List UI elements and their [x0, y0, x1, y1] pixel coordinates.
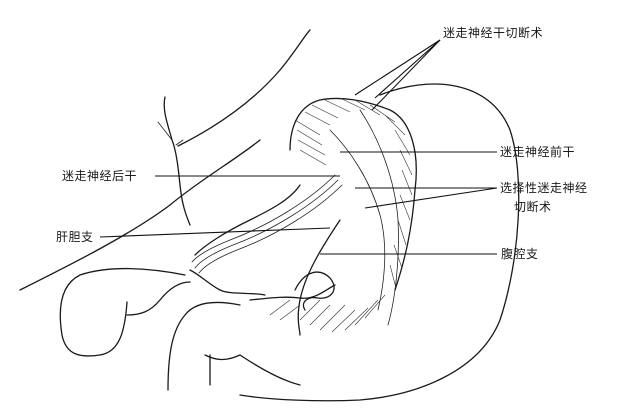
- leader-truncal-vagotomy-2: [354, 39, 441, 96]
- vagus-left-fiber-2: [157, 121, 184, 146]
- leader-truncal-vagotomy-3: [371, 39, 441, 111]
- leader-hepatic-branch: [99, 227, 331, 238]
- liver-edge-upper: [177, 29, 311, 147]
- nerve-bundle-3: [198, 184, 343, 274]
- pancreas-head: [204, 354, 301, 386]
- stomach-lesser-curvature: [194, 184, 301, 256]
- leader-selective-vagotomy-2: [364, 187, 498, 209]
- label-celiac-branch: 腹腔支: [501, 247, 539, 261]
- liver-edge-lower: [19, 139, 261, 291]
- stomach-greater-curvature: [239, 83, 520, 402]
- label-selective-vagotomy-line2: 切断术: [514, 200, 552, 214]
- duodenum-upper: [189, 269, 266, 296]
- latarjet-nerve: [329, 129, 386, 311]
- duodenum-lower: [167, 301, 241, 391]
- vagus-left-fiber: [163, 96, 191, 226]
- stomach-fundus: [289, 97, 417, 291]
- nerve-bundle-2: [194, 179, 339, 269]
- stomach-inner-arc: [297, 219, 341, 336]
- posterior-nerve: [359, 109, 399, 326]
- label-posterior-trunk: 迷走神经后干: [62, 169, 138, 183]
- label-truncal-vagotomy: 迷走神经干切断术: [443, 26, 544, 40]
- fundus-hatching: [294, 97, 413, 289]
- label-hepatic-branch: 肝胆支: [56, 230, 94, 244]
- celiac-vessel: [249, 284, 336, 301]
- gallbladder: [59, 267, 186, 357]
- antrum-hatching: [269, 294, 386, 333]
- label-selective-vagotomy-line1: 选择性迷走神经: [500, 181, 588, 195]
- celiac-plexus: [294, 271, 335, 311]
- label-anterior-trunk: 迷走神经前干: [500, 145, 576, 159]
- nerve-bundle-1: [191, 174, 336, 263]
- bile-duct: [126, 281, 191, 316]
- leader-truncal-vagotomy-1: [374, 39, 441, 99]
